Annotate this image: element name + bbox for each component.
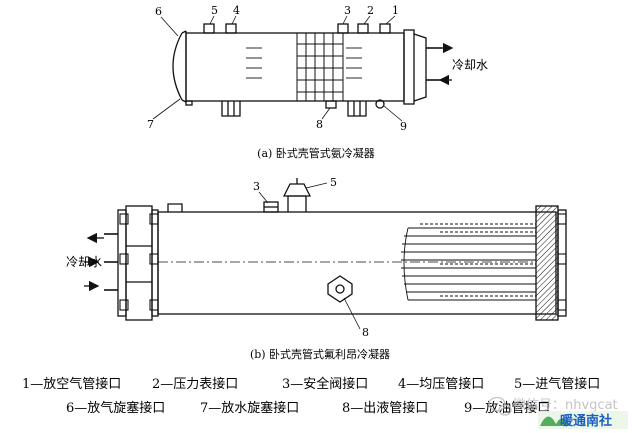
watermark: 微信号：nhvgcat [488,396,618,416]
legend-item-7: 7—放水旋塞接口 [200,400,299,416]
tube-sheet [535,205,559,321]
freon-condenser [104,178,567,321]
callout-a-5: 5 [211,4,218,17]
freon-tube-bundle [401,223,536,301]
callout-b-3: 3 [253,180,260,193]
legend-item-6: 6—放气旋塞接口 [66,400,165,416]
legend-item-5: 5—进气管接口 [514,376,600,392]
callout-a-3: 3 [344,4,351,17]
wechat-icon [488,396,512,416]
callouts-a: 6 5 4 3 2 1 7 8 9 [147,4,407,133]
legend-item-3: 3—安全阀接口 [282,376,368,392]
ammonia-shell [185,32,405,102]
ammonia-condenser [172,23,442,117]
callout-b-5: 5 [330,176,337,189]
watermark-wechat-id: 微信号：nhvgcat [513,398,618,413]
badge-text: 暖通南社 [560,413,612,429]
legend-item-2: 2—压力表接口 [152,376,238,392]
callout-a-8: 8 [316,118,323,131]
callout-a-1: 1 [392,4,399,17]
ammonia-tube-bundle [296,32,344,102]
freon-shell [157,211,557,315]
caption-a: (a) 卧式壳管式氨冷凝器 [257,146,375,160]
brand-badge: 暖通南社 [538,411,628,429]
legend-item-9: 9—放油管接口 [464,400,550,416]
callout-a-2: 2 [367,4,374,17]
cooling-water-label-a: 冷却水 [452,58,488,72]
legend: 1—放空气管接口 2—压力表接口 3—安全阀接口 4—均压管接口 5—进气管接口… [22,376,600,416]
cooling-water-label-b: 冷却水 [66,255,102,269]
callouts-b: 3 5 8 [253,176,369,339]
caption-b: (b) 卧式壳管式氟利昂冷凝器 [250,347,390,361]
callout-a-4: 4 [233,4,240,17]
legend-item-8: 8—出液管接口 [342,400,428,416]
callout-b-8: 8 [362,326,369,339]
leaf-icon [540,416,570,426]
callout-a-6: 6 [155,5,162,18]
callout-a-9: 9 [400,120,407,133]
liquid-outlet-flange [327,275,353,303]
legend-item-4: 4—均压管接口 [398,376,484,392]
callout-a-7: 7 [147,118,154,131]
legend-item-1: 1—放空气管接口 [22,376,121,392]
